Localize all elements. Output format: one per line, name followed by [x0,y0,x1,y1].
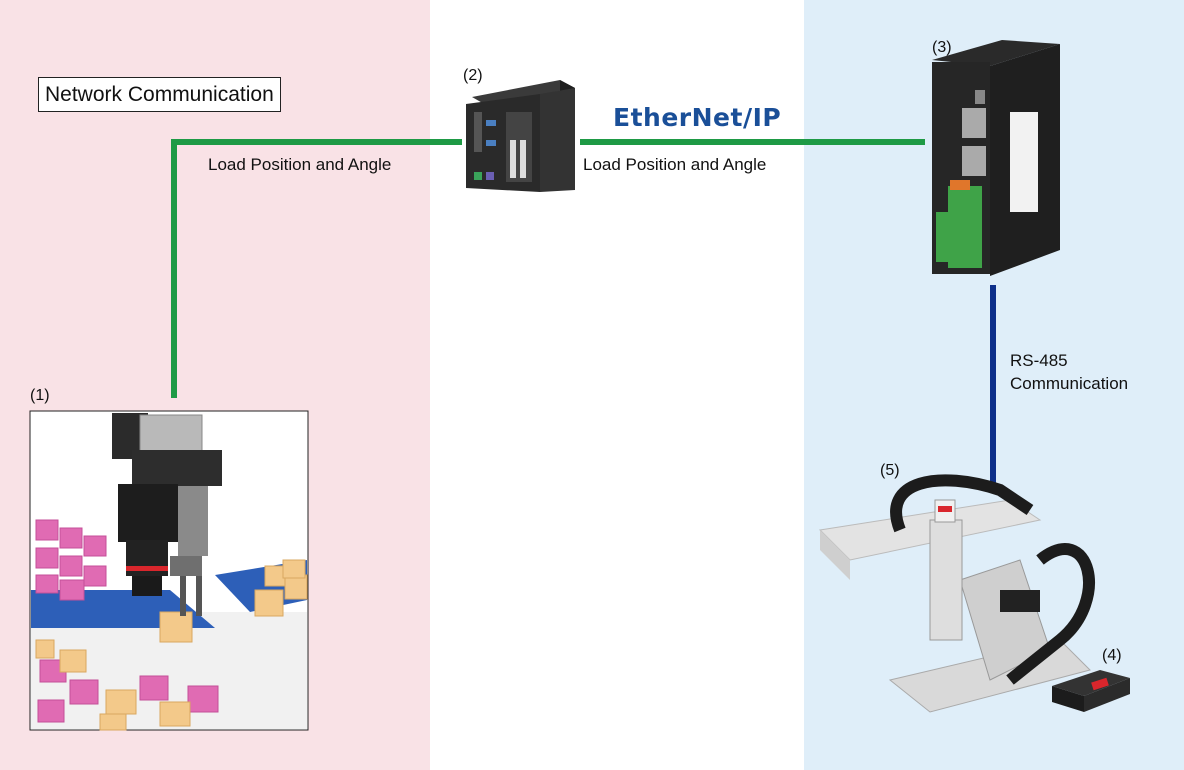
diagram-title: Network Communication [38,77,281,112]
ethernet-line-left [171,139,462,398]
number-3: (3) [932,39,952,56]
actuator-illustration [818,474,1095,713]
number-5: (5) [880,462,900,479]
number-1: (1) [30,387,50,404]
link-label-right: Load Position and Angle [583,155,767,174]
ethernet-ip-logo: EtherNet/IP [613,103,782,132]
small-driver-illustration [1052,670,1130,712]
controller-pc-illustration [466,80,575,192]
driver-module-illustration [932,40,1060,276]
link-label-left: Load Position and Angle [208,155,392,174]
number-2: (2) [463,67,483,84]
camera-scene-illustration [29,410,309,731]
rs485-label-line2: Communication [1010,374,1129,393]
rs485-label-line1: RS-485 [1010,351,1068,370]
number-4: (4) [1102,647,1122,664]
